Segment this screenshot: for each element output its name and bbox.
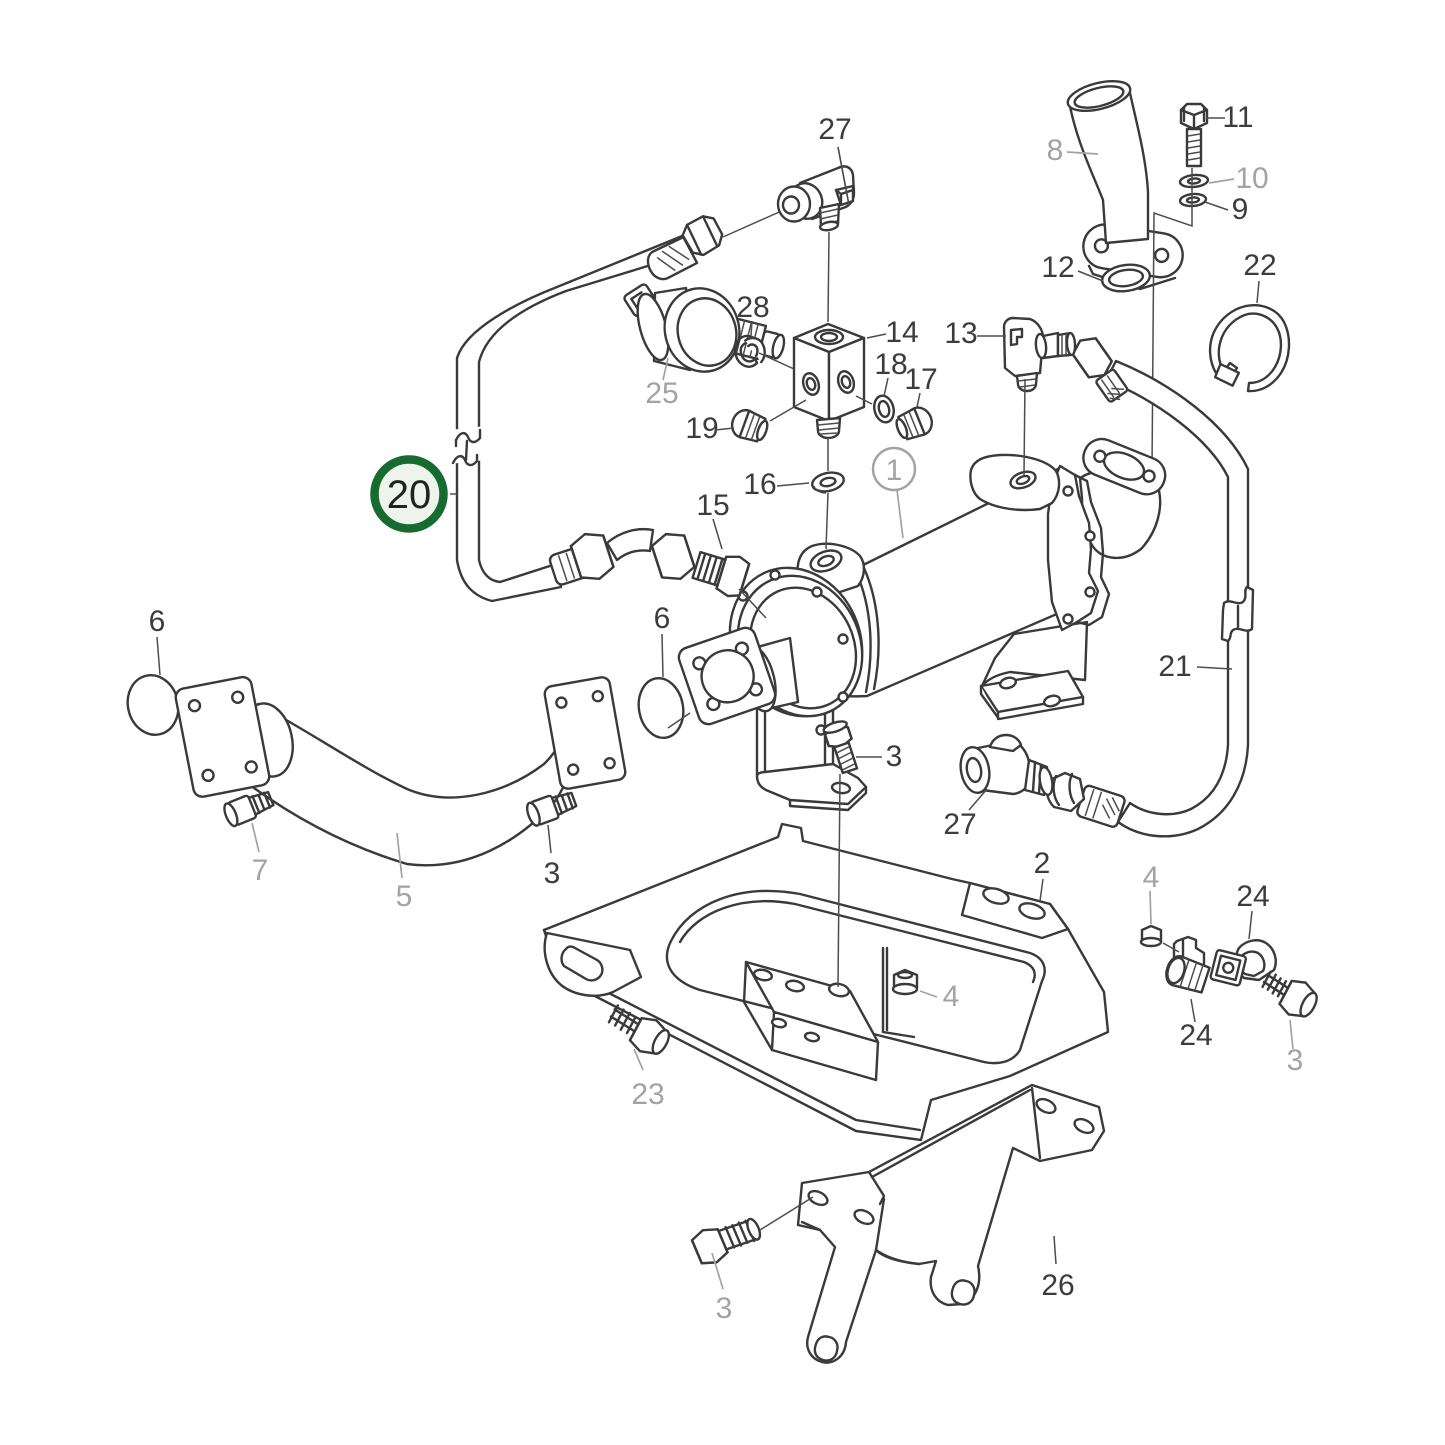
svg-text:15: 15: [696, 489, 729, 522]
svg-text:22: 22: [1243, 249, 1276, 282]
svg-text:11: 11: [1222, 101, 1253, 134]
svg-text:3: 3: [544, 857, 561, 890]
svg-text:2: 2: [1034, 847, 1051, 880]
svg-text:9: 9: [1232, 193, 1249, 226]
svg-text:26: 26: [1041, 1269, 1074, 1302]
svg-text:18: 18: [874, 348, 907, 381]
svg-text:13: 13: [944, 317, 977, 350]
svg-text:3: 3: [886, 740, 903, 773]
svg-text:12: 12: [1041, 251, 1074, 284]
svg-text:3: 3: [716, 1292, 733, 1325]
svg-text:27: 27: [818, 113, 851, 146]
svg-text:21: 21: [1158, 650, 1191, 683]
svg-text:19: 19: [685, 412, 718, 445]
svg-text:16: 16: [743, 468, 776, 501]
svg-text:4: 4: [943, 980, 960, 1013]
svg-text:25: 25: [645, 377, 678, 410]
svg-text:6: 6: [149, 605, 166, 638]
svg-text:7: 7: [252, 854, 269, 887]
svg-text:28: 28: [736, 291, 769, 324]
svg-text:5: 5: [396, 880, 413, 913]
svg-text:23: 23: [631, 1078, 664, 1111]
svg-text:10: 10: [1235, 162, 1268, 195]
svg-text:24: 24: [1179, 1019, 1212, 1052]
svg-text:3: 3: [1287, 1044, 1304, 1077]
svg-text:4: 4: [1143, 861, 1160, 894]
svg-text:17: 17: [904, 363, 937, 396]
svg-text:20: 20: [387, 473, 432, 517]
svg-text:8: 8: [1047, 134, 1064, 167]
svg-text:24: 24: [1236, 880, 1269, 913]
svg-text:14: 14: [885, 316, 918, 349]
svg-text:27: 27: [943, 808, 976, 841]
svg-text:6: 6: [654, 602, 671, 635]
svg-text:1: 1: [886, 454, 903, 487]
